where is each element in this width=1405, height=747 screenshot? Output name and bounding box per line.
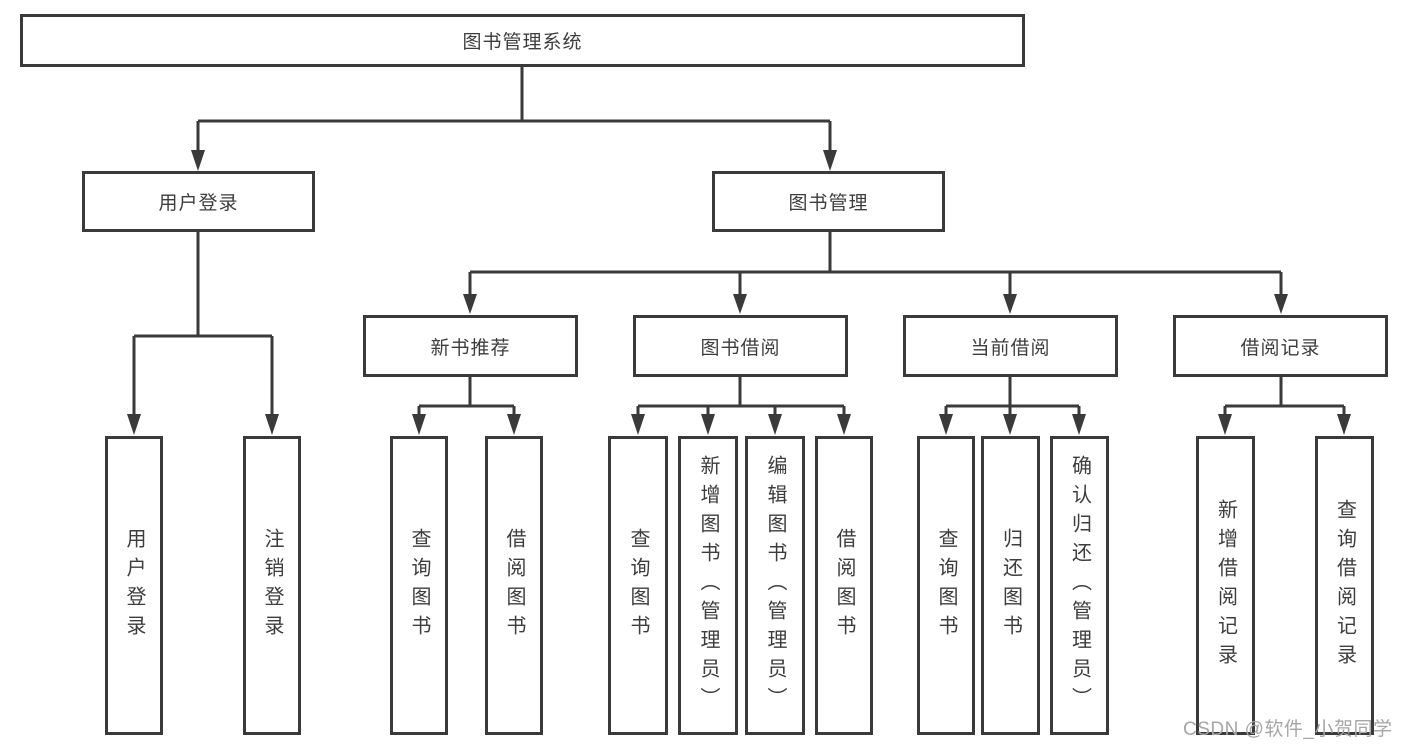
leaf-add-book-admin: 新增图书（管理员） <box>678 436 738 735</box>
arrow-down-icon <box>1003 414 1017 435</box>
leaf-label: 新增图书（管理员） <box>697 455 719 716</box>
node-label: 图书借阅 <box>700 337 781 359</box>
leaf-label: 借阅图书 <box>833 527 855 644</box>
connector-book-borrowing <box>631 377 851 435</box>
arrow-down-icon <box>412 414 426 435</box>
leaf-label: 查询图书 <box>935 527 957 644</box>
leaf-label: 借阅图书 <box>503 527 525 644</box>
leaf-label: 确认归还（管理员） <box>1068 455 1091 716</box>
leaf-label: 用户登录 <box>123 527 145 644</box>
node-label: 借阅记录 <box>1240 337 1321 359</box>
arrow-down-icon <box>463 294 477 314</box>
leaf-return-books: 归还图书 <box>981 436 1040 735</box>
node-user-login: 用户登录 <box>82 171 315 232</box>
node-label: 当前借阅 <box>970 337 1051 359</box>
leaf-label: 归还图书 <box>999 527 1022 644</box>
leaf-borrow-books-borrowing: 借阅图书 <box>815 436 873 735</box>
arrow-down-icon <box>1274 294 1288 314</box>
arrow-down-icon <box>939 414 953 435</box>
connector-current-borrowing <box>939 377 1086 435</box>
node-borrowing-records: 借阅记录 <box>1173 315 1388 377</box>
leaf-label: 查询图书 <box>627 527 649 644</box>
leaf-logout: 注销登录 <box>243 436 301 735</box>
leaf-confirm-return-admin: 确认归还（管理员） <box>1050 436 1109 735</box>
connector-borrowing-records <box>1218 377 1351 435</box>
leaf-label: 新增借阅记录 <box>1214 498 1237 673</box>
leaf-label: 编辑图书（管理员） <box>764 455 786 716</box>
leaf-label: 查询图书 <box>408 527 430 644</box>
node-label: 新书推荐 <box>430 337 511 359</box>
csdn-watermark: CSDN @软件_小贺同学 <box>1183 719 1393 740</box>
arrow-down-icon <box>1003 294 1017 314</box>
leaf-label: 查询借阅记录 <box>1333 498 1356 673</box>
arrow-down-icon <box>631 414 645 435</box>
node-root: 图书管理系统 <box>20 14 1025 67</box>
arrow-down-icon <box>823 150 837 171</box>
connector-new-book-recommendation <box>412 377 521 435</box>
leaf-add-borrow-record: 新增借阅记录 <box>1196 436 1255 735</box>
arrow-down-icon <box>507 414 521 435</box>
arrow-down-icon <box>1072 414 1086 435</box>
node-current-borrowing: 当前借阅 <box>903 315 1118 377</box>
connector-book-management <box>463 232 1288 314</box>
node-label: 图书管理 <box>788 193 869 214</box>
node-label: 用户登录 <box>158 193 239 214</box>
arrow-down-icon <box>191 150 205 171</box>
connector-root <box>191 67 837 171</box>
arrow-down-icon <box>768 414 782 435</box>
leaf-user-login: 用户登录 <box>105 436 163 735</box>
leaf-edit-book-admin: 编辑图书（管理员） <box>745 436 805 735</box>
leaf-query-books-borrowing: 查询图书 <box>608 436 668 735</box>
node-book-borrowing: 图书借阅 <box>633 315 848 377</box>
node-root-label: 图书管理系统 <box>462 32 583 53</box>
arrow-down-icon <box>127 414 141 435</box>
leaf-query-borrow-record: 查询借阅记录 <box>1315 436 1374 735</box>
arrow-down-icon <box>837 414 851 435</box>
arrow-down-icon <box>1218 414 1232 435</box>
leaf-borrow-books-recommend: 借阅图书 <box>485 436 543 735</box>
leaf-query-books-recommend: 查询图书 <box>390 436 448 735</box>
node-book-management: 图书管理 <box>712 171 945 232</box>
arrow-down-icon <box>701 414 715 435</box>
arrow-down-icon <box>265 414 279 435</box>
arrow-down-icon <box>1337 414 1351 435</box>
leaf-label: 注销登录 <box>261 527 283 644</box>
leaf-query-books-current: 查询图书 <box>917 436 975 735</box>
node-new-book-recommendation: 新书推荐 <box>363 315 578 377</box>
connector-user-login <box>127 232 279 435</box>
arrow-down-icon <box>733 294 747 314</box>
